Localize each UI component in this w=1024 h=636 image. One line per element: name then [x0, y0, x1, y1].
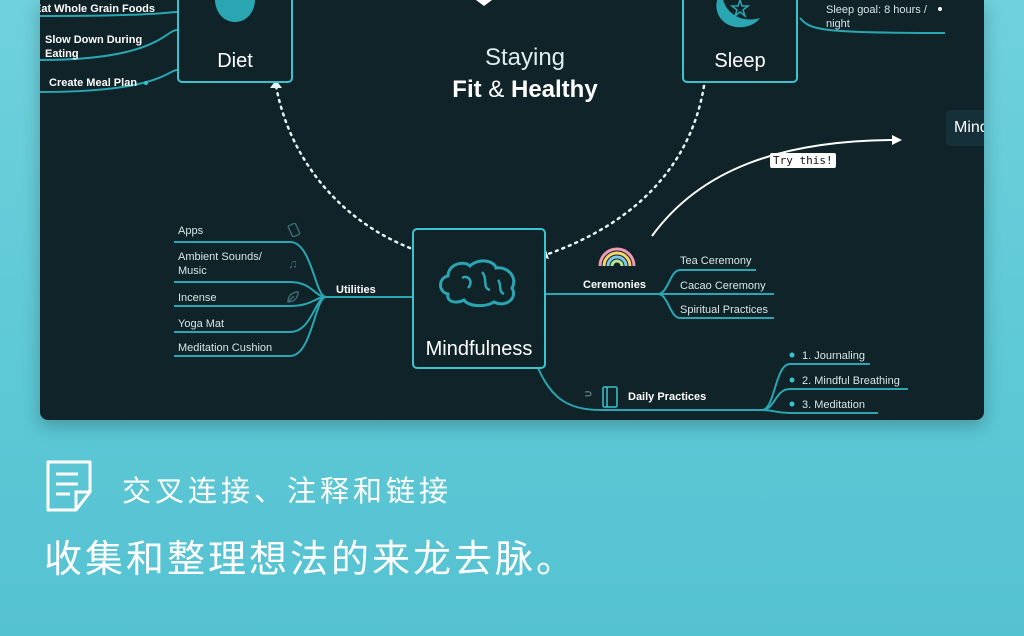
- mindfulness-label: Mindfulness: [425, 338, 533, 360]
- mindmap-canvas[interactable]: Diet Sleep Eat Whole Grain Foods Slow Do…: [40, 0, 984, 420]
- utilities-item-ambient[interactable]: Ambient Sounds/ Music: [178, 251, 262, 277]
- diet-item-slow-down[interactable]: Slow Down During Eating: [45, 34, 143, 60]
- utilities-topic[interactable]: Utilities: [336, 284, 376, 296]
- collapse-indicator[interactable]: ⊃: [584, 389, 593, 400]
- connector-lines: [40, 0, 946, 414]
- diet-item-whole-grain[interactable]: Eat Whole Grain Foods: [40, 3, 156, 15]
- brain-icon: [439, 259, 516, 308]
- note-icon: [46, 460, 92, 512]
- diet-item-meal-plan[interactable]: Create Meal Plan: [49, 77, 138, 89]
- phone-icon: [287, 223, 301, 237]
- ceremonies-item-tea[interactable]: Tea Ceremony: [680, 255, 752, 267]
- daily-item-meditation[interactable]: 3. Meditation: [802, 399, 865, 411]
- daily-item-breathing[interactable]: 2. Mindful Breathing: [802, 375, 900, 387]
- daily-practices-topic[interactable]: Daily Practices: [628, 391, 707, 403]
- mindfulness-node[interactable]: Mindfulness: [412, 228, 546, 369]
- sleep-label: Sleep: [714, 50, 766, 72]
- moon-icon: [716, 0, 760, 28]
- daily-item-journaling[interactable]: 1. Journaling: [802, 350, 865, 362]
- sleep-item-goal[interactable]: Sleep goal: 8 hours / night: [826, 4, 927, 30]
- annotation-label[interactable]: Try this!: [770, 153, 836, 168]
- ceremonies-topic[interactable]: Ceremonies: [583, 279, 646, 291]
- central-topic-amp: &: [488, 76, 505, 103]
- ceremonies-item-spiritual[interactable]: Spiritual Practices: [680, 304, 769, 316]
- utilities-item-yoga-mat[interactable]: Yoga Mat: [178, 318, 225, 330]
- diet-label: Diet: [217, 50, 253, 72]
- utilities-item-cushion[interactable]: Meditation Cushion: [178, 342, 273, 354]
- rainbow-icon: [598, 247, 636, 267]
- central-topic-line1: Staying: [484, 44, 566, 71]
- sleep-node[interactable]: Sleep: [682, 0, 798, 83]
- music-note-icon: ♫: [288, 256, 298, 271]
- linked-node-label: Mindful: [954, 119, 984, 136]
- linked-node-mindful[interactable]: Mindful: [946, 110, 984, 146]
- leaf-icon: [287, 291, 299, 303]
- book-icon: [602, 386, 618, 408]
- caption-title: 收集和整理想法的来龙去脉。: [44, 537, 578, 581]
- ceremonies-item-cacao[interactable]: Cacao Ceremony: [680, 280, 766, 292]
- diet-node[interactable]: Diet: [177, 0, 293, 83]
- caption-subtitle: 交叉连接、注释和链接: [122, 474, 453, 508]
- central-topic[interactable]: Staying Fit & Healthy: [400, 44, 650, 104]
- apple-icon: [215, 0, 255, 22]
- central-topic-fit: Fit: [452, 76, 482, 103]
- utilities-item-apps[interactable]: Apps: [178, 225, 204, 237]
- central-topic-healthy: Healthy: [510, 76, 598, 103]
- sleep-item-bullet: [938, 7, 942, 11]
- utilities-item-incense[interactable]: Incense: [178, 292, 217, 304]
